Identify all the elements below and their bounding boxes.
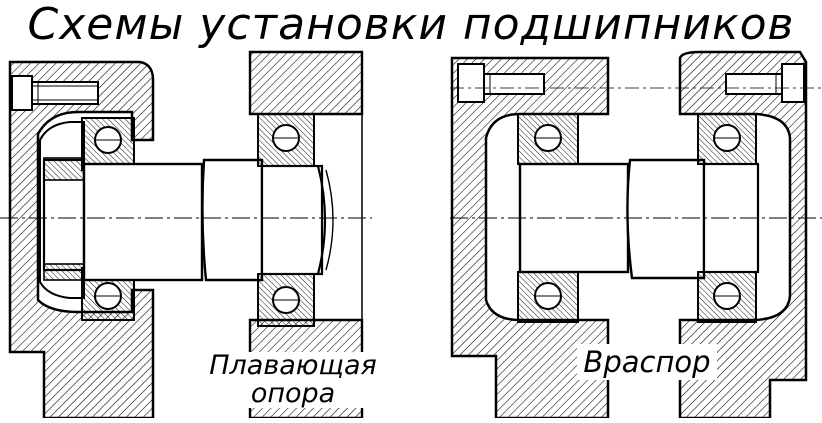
left-bearing-b [257,113,315,327]
floating-support-label-line2: опора [250,378,336,409]
left-shaft-end [260,164,324,276]
right-bearing-a [517,113,579,323]
right-shaft-segment-2 [626,158,706,280]
left-housing-right [248,50,364,116]
right-bolt-right [725,63,805,103]
right-housing-left [450,56,610,420]
floating-support-label-line1: Плавающая [209,350,377,381]
left-scheme-floating [0,50,372,420]
spread-mounting-label: Враспор [577,344,717,380]
right-housing-right [678,50,808,420]
floating-support-label: Плавающая опора [198,352,388,408]
left-shaft-segment-2 [201,158,264,282]
page-title: Схемы установки подшипников [27,0,795,50]
right-bearing-b [697,113,757,323]
left-shaft-segment-1 [82,162,204,282]
right-bolt-left [457,63,545,103]
left-bolt [11,75,99,111]
right-scheme-spread [450,50,822,420]
